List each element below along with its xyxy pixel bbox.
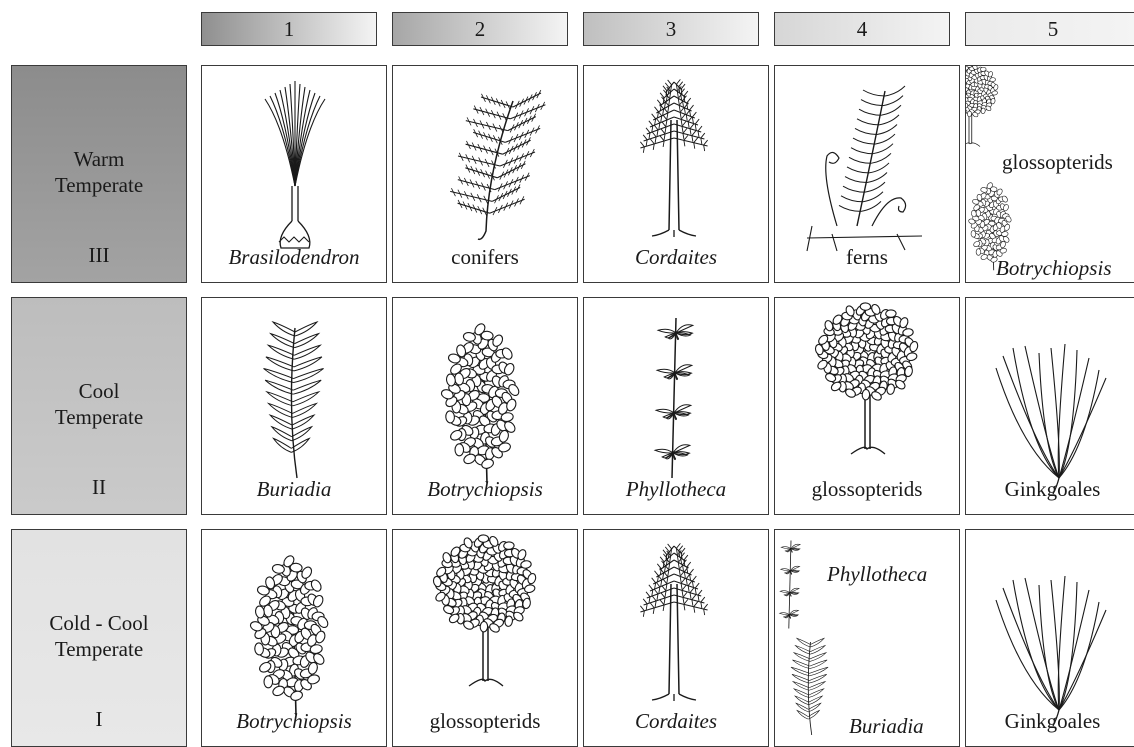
phyllotheca-stem-icon-drawing xyxy=(655,318,693,478)
climate-zone-line-1: Cold - Cool xyxy=(12,610,186,636)
ginkgoales-icon-drawing xyxy=(996,576,1106,726)
plant-label: Ginkgoales xyxy=(966,709,1134,734)
flora-cell: glossopterids xyxy=(774,297,960,515)
flora-cell: Cordaites xyxy=(583,529,769,747)
flora-cell: Brasilodendron xyxy=(201,65,387,283)
flora-cell: glossopterids xyxy=(392,529,578,747)
flora-cell: glossopteridsBotrychiopsis xyxy=(965,65,1134,283)
plant-label: Brasilodendron xyxy=(202,245,386,270)
flora-cell: Cordaites xyxy=(583,65,769,283)
row-header-3: WarmTemperateIII xyxy=(11,65,187,283)
zone-roman-numeral: II xyxy=(12,475,186,500)
flora-cell: Buriadia xyxy=(201,297,387,515)
column-header-4: 4 xyxy=(774,12,950,46)
buriadia-branch-icon xyxy=(791,638,828,735)
column-number: 5 xyxy=(1048,17,1059,42)
flora-cell: Ginkgoales xyxy=(965,529,1134,747)
plant-label: Botrychiopsis xyxy=(393,477,577,502)
glossopterid-tree-icon xyxy=(966,66,999,146)
plant-label-secondary: Buriadia xyxy=(849,714,924,739)
botrychiopsis-frond-icon-drawing xyxy=(249,554,330,715)
conifer-branch-icon-drawing xyxy=(450,90,545,239)
climate-zone-line-2: Temperate xyxy=(12,172,186,198)
glossopterid-tree-icon-drawing xyxy=(432,535,536,686)
plant-label: Ginkgoales xyxy=(966,477,1134,502)
plant-label: Buriadia xyxy=(202,477,386,502)
cordaites-tree-icon-drawing xyxy=(640,79,707,237)
ginkgoales-icon-drawing xyxy=(996,344,1106,494)
climate-zone-line-2: Temperate xyxy=(12,636,186,662)
row-header-1: Cold - CoolTemperateI xyxy=(11,529,187,747)
plant-label: glossopterids xyxy=(775,477,959,502)
column-number: 3 xyxy=(666,17,677,42)
climate-zone-label: WarmTemperate xyxy=(12,146,186,198)
plant-label: Botrychiopsis xyxy=(202,709,386,734)
column-number: 1 xyxy=(284,17,295,42)
plant-label-secondary: Botrychiopsis xyxy=(996,256,1112,281)
plant-label: Phyllotheca xyxy=(827,562,927,587)
plant-label: Phyllotheca xyxy=(584,477,768,502)
brasilodendron-icon-drawing xyxy=(265,81,325,248)
column-header-2: 2 xyxy=(392,12,568,46)
plant-label: ferns xyxy=(775,245,959,270)
climate-zone-line-1: Warm xyxy=(12,146,186,172)
flora-cell: Botrychiopsis xyxy=(201,529,387,747)
plant-label: conifers xyxy=(393,245,577,270)
zone-roman-numeral: I xyxy=(12,707,186,732)
plant-label: glossopterids xyxy=(1002,150,1113,175)
flora-cell: PhyllothecaBuriadia xyxy=(774,529,960,747)
column-header-3: 3 xyxy=(583,12,759,46)
flora-cell: ferns xyxy=(774,65,960,283)
column-number: 4 xyxy=(857,17,868,42)
zone-roman-numeral: III xyxy=(12,243,186,268)
phyllotheca-stem-icon xyxy=(780,541,801,629)
climate-zone-label: CoolTemperate xyxy=(12,378,186,430)
glossopterid-tree-icon-drawing xyxy=(814,303,918,454)
botrychiopsis-frond-icon-drawing xyxy=(440,322,521,483)
flora-cell: Ginkgoales xyxy=(965,297,1134,515)
buriadia-branch-icon-drawing xyxy=(264,322,324,478)
cordaites-tree-icon-drawing xyxy=(640,543,707,701)
flora-cell: Phyllotheca xyxy=(583,297,769,515)
column-header-1: 1 xyxy=(201,12,377,46)
climate-zone-line-1: Cool xyxy=(12,378,186,404)
row-header-2: CoolTemperateII xyxy=(11,297,187,515)
climate-zone-line-2: Temperate xyxy=(12,404,186,430)
plant-label: glossopterids xyxy=(393,709,577,734)
flora-cell: conifers xyxy=(392,65,578,283)
fern-icon-drawing xyxy=(807,86,922,251)
plant-label: Cordaites xyxy=(584,709,768,734)
flora-cell: Botrychiopsis xyxy=(392,297,578,515)
column-number: 2 xyxy=(475,17,486,42)
column-header-5: 5 xyxy=(965,12,1134,46)
plant-label: Cordaites xyxy=(584,245,768,270)
climate-zone-label: Cold - CoolTemperate xyxy=(12,610,186,662)
